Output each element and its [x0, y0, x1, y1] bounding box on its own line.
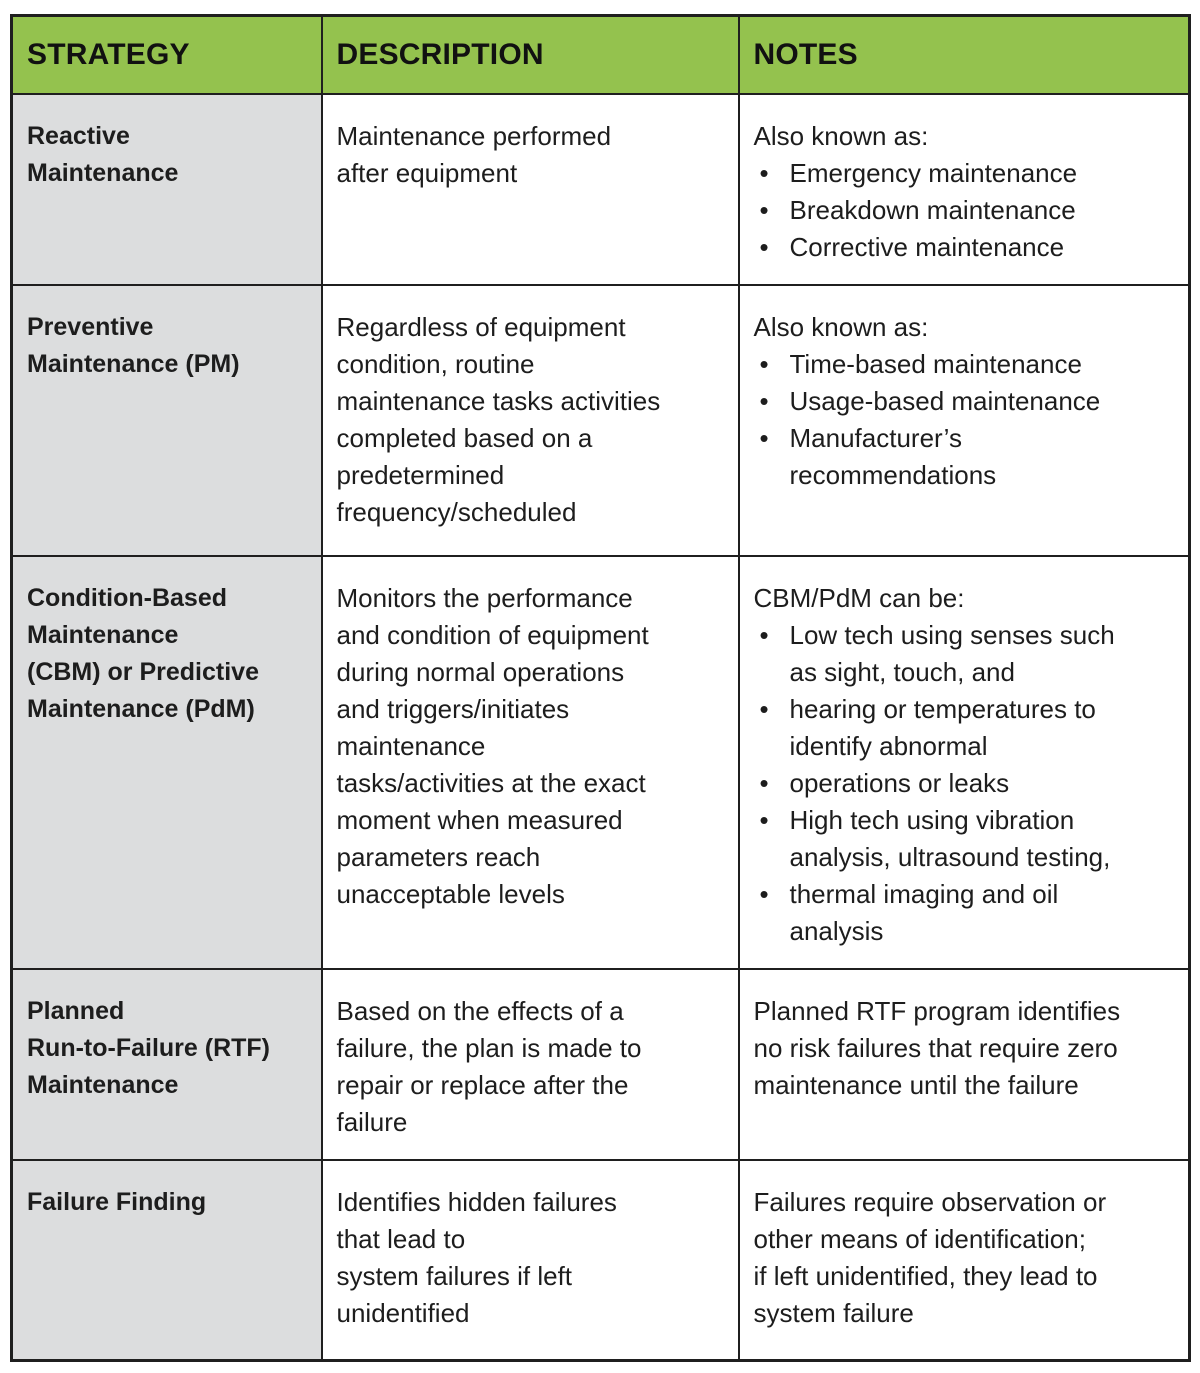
- notes-cell: Also known as: Emergency maintenanceBrea…: [737, 93, 1191, 286]
- strategy-cell: Planned Run-to-Failure (RTF) Maintenance: [10, 968, 323, 1161]
- notes-cell: CBM/PdM can be: Low tech using senses su…: [737, 555, 1191, 970]
- strategy-cell: Condition-Based Maintenance (CBM) or Pre…: [10, 555, 323, 970]
- maintenance-strategies-table: STRATEGY DESCRIPTION NOTES Reactive Main…: [10, 14, 1191, 1362]
- strategy-cell: Preventive Maintenance (PM): [10, 284, 323, 557]
- notes-bullet-item: High tech using vibration analysis, ultr…: [754, 802, 1179, 876]
- notes-bullet-item: Low tech using senses such as sight, tou…: [754, 617, 1179, 691]
- strategy-cell: Reactive Maintenance: [10, 93, 323, 286]
- notes-intro: Failures require observation or other me…: [753, 1187, 1107, 1328]
- column-header-description: DESCRIPTION: [320, 14, 740, 95]
- strategy-cell: Failure Finding: [10, 1159, 323, 1361]
- table-row: Failure Finding Identifies hidden failur…: [10, 1159, 1191, 1361]
- notes-bullet-item: operations or leaks: [754, 765, 1179, 802]
- description-cell: Monitors the performance and condition o…: [320, 555, 740, 970]
- column-header-notes: NOTES: [737, 14, 1191, 95]
- column-header-strategy: STRATEGY: [10, 14, 323, 95]
- table-row: Preventive Maintenance (PM) Regardless o…: [10, 284, 1191, 557]
- notes-bullet-item: Manufacturer’s recommendations: [754, 420, 1179, 494]
- table-row: Planned Run-to-Failure (RTF) Maintenance…: [10, 968, 1191, 1161]
- notes-bullet-item: Emergency maintenance: [754, 155, 1179, 192]
- description-cell: Based on the effects of a failure, the p…: [320, 968, 740, 1161]
- description-cell: Maintenance performed after equipment: [320, 93, 740, 286]
- notes-cell: Also known as: Time-based maintenanceUsa…: [737, 284, 1191, 557]
- notes-intro: Planned RTF program identifies no risk f…: [753, 996, 1121, 1100]
- notes-intro: CBM/PdM can be:: [753, 583, 965, 613]
- notes-intro: Also known as:: [753, 312, 929, 342]
- description-cell: Identifies hidden failures that lead to …: [320, 1159, 740, 1361]
- notes-bullet-list: Low tech using senses such as sight, tou…: [754, 617, 1179, 950]
- notes-bullet-item: thermal imaging and oil analysis: [754, 876, 1179, 950]
- notes-bullet-item: Time-based maintenance: [754, 346, 1179, 383]
- notes-bullet-item: Usage-based maintenance: [754, 383, 1179, 420]
- header-row: STRATEGY DESCRIPTION NOTES: [10, 14, 1191, 95]
- maintenance-strategies-table-container: STRATEGY DESCRIPTION NOTES Reactive Main…: [10, 14, 1191, 1362]
- notes-bullet-item: hearing or temperatures to identify abno…: [754, 691, 1179, 765]
- notes-bullet-list: Emergency maintenanceBreakdown maintenan…: [754, 155, 1179, 266]
- notes-cell: Failures require observation or other me…: [737, 1159, 1191, 1361]
- notes-bullet-item: Corrective maintenance: [754, 229, 1179, 266]
- notes-bullet-list: Time-based maintenanceUsage-based mainte…: [754, 346, 1179, 494]
- notes-cell: Planned RTF program identifies no risk f…: [737, 968, 1191, 1161]
- notes-intro: Also known as:: [753, 121, 929, 151]
- table-row: Reactive Maintenance Maintenance perform…: [10, 93, 1191, 286]
- table-row: Condition-Based Maintenance (CBM) or Pre…: [10, 555, 1191, 970]
- description-cell: Regardless of equipment condition, routi…: [320, 284, 740, 557]
- notes-bullet-item: Breakdown maintenance: [754, 192, 1179, 229]
